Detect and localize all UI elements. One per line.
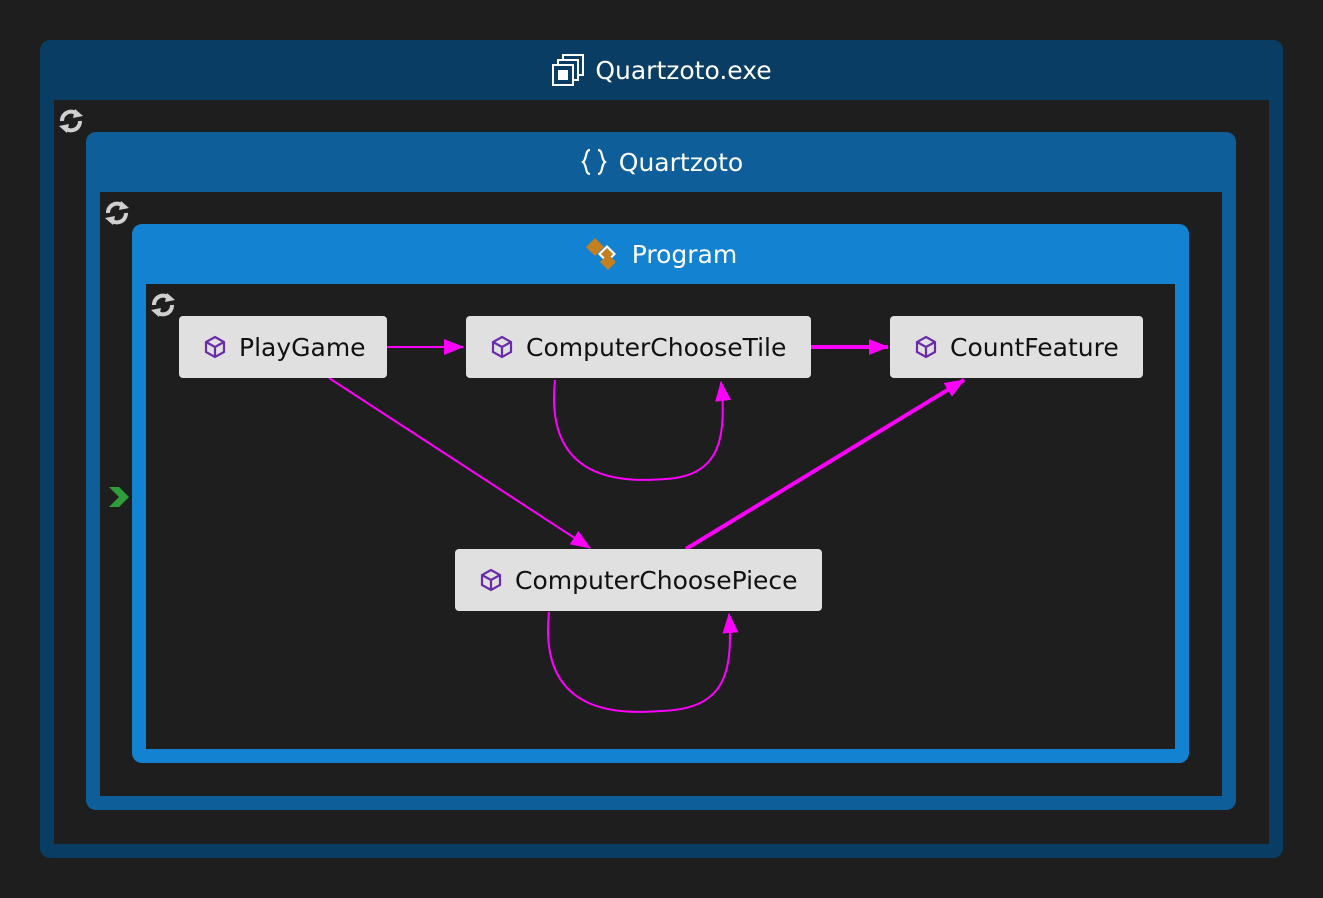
node-computerchoosepiece[interactable]: ComputerChoosePiece <box>455 549 822 611</box>
class-group[interactable]: Program <box>132 224 1189 763</box>
node-label: CountFeature <box>950 332 1119 362</box>
class-icon <box>584 236 622 272</box>
edge-computerchoosepiece-to-countfeature[interactable] <box>684 378 966 551</box>
node-label: ComputerChoosePiece <box>515 565 798 595</box>
node-playgame[interactable]: PlayGame <box>179 316 387 378</box>
assembly-label: Quartzoto.exe <box>595 55 772 85</box>
refresh-icon[interactable] <box>148 290 178 320</box>
edge-computerchoosetile-self-loop[interactable] <box>552 379 732 481</box>
assembly-group[interactable]: Quartzoto.exe Quartzoto <box>40 40 1283 858</box>
refresh-icon[interactable] <box>102 198 132 228</box>
method-cube-icon <box>203 335 227 359</box>
edge-computerchoosepiece-self-loop[interactable] <box>547 611 739 713</box>
method-cube-icon <box>479 568 503 592</box>
assembly-icon <box>551 53 585 87</box>
node-label: PlayGame <box>239 332 366 362</box>
method-cube-icon <box>490 335 514 359</box>
dependency-edges <box>328 339 966 713</box>
class-label: Program <box>631 239 738 269</box>
namespace-content: Program <box>100 192 1222 796</box>
method-cube-icon <box>914 335 938 359</box>
node-countfeature[interactable]: CountFeature <box>890 316 1143 378</box>
namespace-braces-icon <box>579 147 609 177</box>
namespace-label: Quartzoto <box>618 147 744 177</box>
edge-playgame-to-computerchoosepiece[interactable] <box>328 377 591 549</box>
node-label: ComputerChooseTile <box>526 332 787 362</box>
class-header[interactable]: Program <box>132 224 1189 284</box>
assembly-header[interactable]: Quartzoto.exe <box>40 40 1283 100</box>
namespace-header[interactable]: Quartzoto <box>86 132 1236 192</box>
assembly-content: Quartzoto <box>54 100 1269 844</box>
class-content: PlayGame ComputerChooseTile <box>146 284 1175 749</box>
expand-chevron-icon[interactable] <box>107 486 131 508</box>
refresh-icon[interactable] <box>56 106 86 136</box>
node-computerchoosetile[interactable]: ComputerChooseTile <box>466 316 811 378</box>
namespace-group[interactable]: Quartzoto <box>86 132 1236 810</box>
